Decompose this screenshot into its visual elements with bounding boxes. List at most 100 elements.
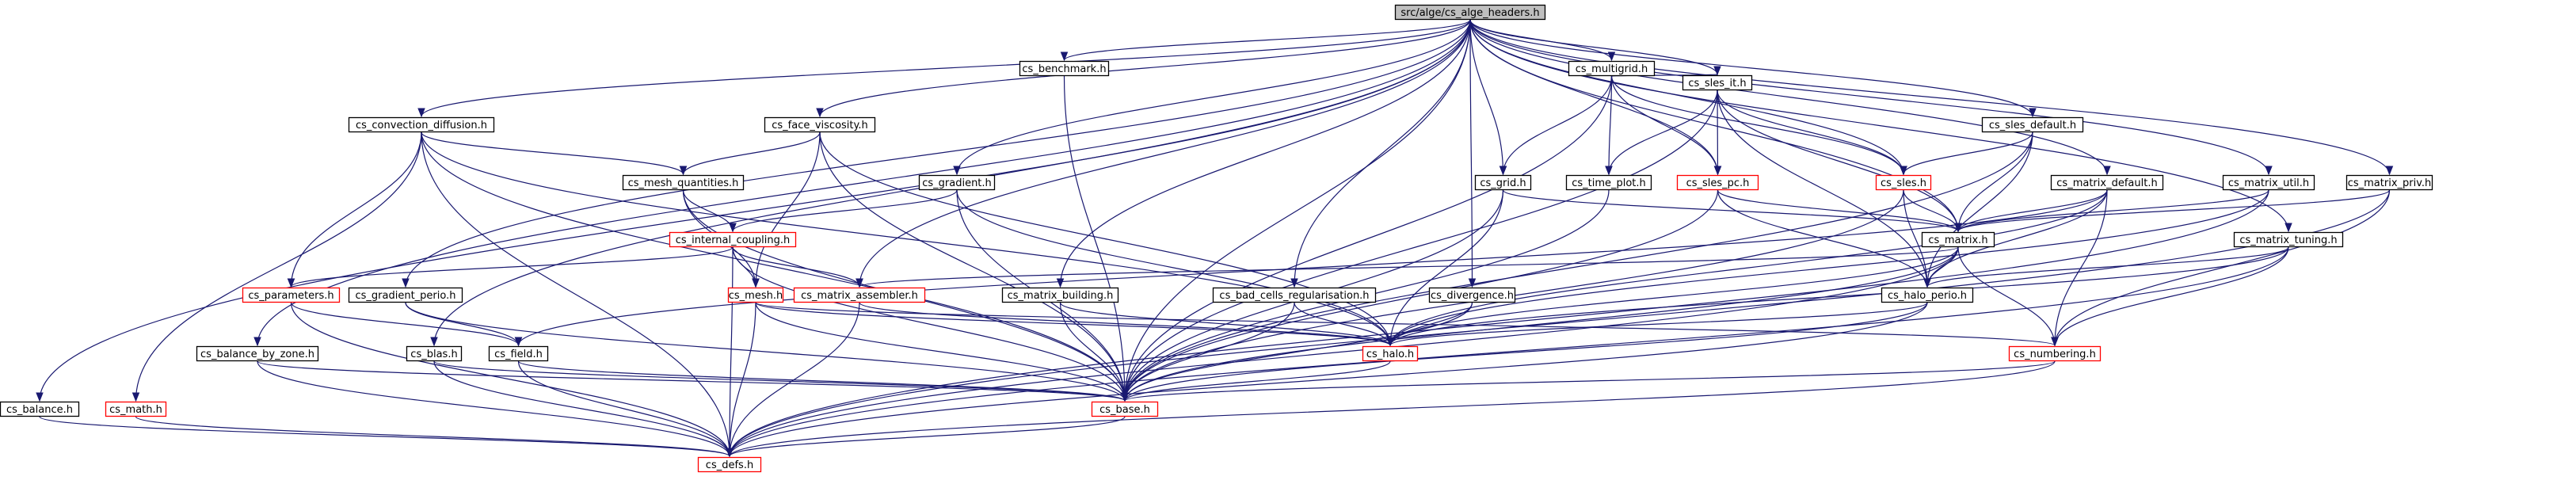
edge-root-to-sles_it <box>1469 19 1721 76</box>
node-bad_cells[interactable]: cs_bad_cells_regularisation.h <box>1212 287 1377 303</box>
edge-root-to-balance_by_zone <box>253 19 1471 347</box>
node-label: cs_bad_cells_regularisation.h <box>1219 290 1369 302</box>
node-numbering[interactable]: cs_numbering.h <box>2008 345 2102 362</box>
node-field[interactable]: cs_field.h <box>488 345 549 362</box>
edge-arrowhead <box>1056 278 1065 288</box>
node-sles[interactable]: cs_sles.h <box>1875 174 1932 191</box>
node-label: cs_mesh.h <box>729 290 783 302</box>
node-math[interactable]: cs_math.h <box>105 401 167 417</box>
node-base[interactable]: cs_base.h <box>1091 401 1159 417</box>
edge-line <box>421 131 1391 346</box>
edge-line <box>1469 19 2289 232</box>
node-box <box>669 231 797 248</box>
edge-line <box>290 302 520 346</box>
node-matrix_building[interactable]: cs_matrix_building.h <box>1001 287 1119 303</box>
node-matrix_tuning[interactable]: cs_matrix_tuning.h <box>2233 231 2344 248</box>
node-benchmark[interactable]: cs_benchmark.h <box>1019 60 1110 77</box>
edge-line <box>1124 302 1295 402</box>
node-time_plot[interactable]: cs_time_plot.h <box>1565 174 1652 191</box>
node-sles_pc[interactable]: cs_sles_pc.h <box>1676 174 1759 191</box>
edge-line <box>1608 90 1718 175</box>
edge-line <box>1059 19 1471 288</box>
node-parameters[interactable]: cs_parameters.h <box>242 287 341 303</box>
node-matrix[interactable]: cs_matrix.h <box>1921 231 1995 248</box>
node-label: cs_sles_default.h <box>1989 120 2076 131</box>
node-mesh[interactable]: cs_mesh.h <box>727 287 784 303</box>
node-mesh_quantities[interactable]: cs_mesh_quantities.h <box>622 174 745 191</box>
node-matrix_util[interactable]: cs_matrix_util.h <box>2222 174 2315 191</box>
edge-arrowhead <box>729 223 737 233</box>
edge-line <box>39 416 730 457</box>
node-balance[interactable]: cs_balance.h <box>0 401 80 417</box>
edge-root-to-matrix_priv <box>1469 19 2394 176</box>
node-blas[interactable]: cs_blas.h <box>406 345 463 362</box>
edge-root-to-matrix_util <box>1469 19 2273 176</box>
node-multigrid[interactable]: cs_multigrid.h <box>1568 60 1656 77</box>
edge-line <box>729 302 1928 457</box>
node-face_viscosity[interactable]: cs_face_viscosity.h <box>764 116 876 133</box>
node-box <box>793 287 926 303</box>
edge-arrowhead <box>1605 166 1613 176</box>
node-box <box>764 116 876 133</box>
edge-arrowhead <box>1060 51 1069 62</box>
node-box <box>1682 74 1753 91</box>
node-label: cs_base.h <box>1099 404 1150 416</box>
edge-line <box>859 302 1391 346</box>
node-box <box>1881 287 1974 303</box>
edge-matrix_tuning-to-halo_perio <box>1923 246 2289 288</box>
edge-line <box>859 19 1471 288</box>
edge-line <box>1063 75 1126 402</box>
edge-arrowhead <box>131 392 140 402</box>
edge-line <box>257 360 730 457</box>
node-box <box>1428 287 1516 303</box>
node-halo_perio[interactable]: cs_halo_perio.h <box>1881 287 1974 303</box>
node-sles_default[interactable]: cs_sles_default.h <box>1981 116 2084 133</box>
node-gradient_perio[interactable]: cs_gradient_perio.h <box>348 287 463 303</box>
nodes: src/alge/cs_alge_headers.h cs_benchmark.h… <box>0 4 2433 473</box>
edge-arrowhead <box>287 278 295 288</box>
node-box <box>406 345 463 362</box>
node-internal_coupling[interactable]: cs_internal_coupling.h <box>669 231 797 248</box>
node-label: cs_math.h <box>109 404 162 416</box>
node-defs[interactable]: cs_defs.h <box>697 456 762 473</box>
edge-arrowhead <box>816 108 824 118</box>
node-label: cs_mesh_quantities.h <box>628 177 739 189</box>
node-root[interactable]: src/alge/cs_alge_headers.h <box>1394 4 1546 21</box>
edge-arrowhead <box>2051 337 2059 347</box>
edge-line <box>729 360 2056 457</box>
node-grid[interactable]: cs_grid.h <box>1474 174 1532 191</box>
node-matrix_assembler[interactable]: cs_matrix_assembler.h <box>793 287 926 303</box>
edge-line <box>1389 246 1959 346</box>
node-box <box>1981 116 2084 133</box>
node-box <box>488 345 549 362</box>
node-label: cs_grid.h <box>1480 177 1526 189</box>
edge-line <box>1389 189 1504 346</box>
edge-arrowhead <box>2385 166 2394 176</box>
edge-line <box>405 19 1471 288</box>
node-divergence[interactable]: cs_divergence.h <box>1428 287 1516 303</box>
node-balance_by_zone[interactable]: cs_balance_by_zone.h <box>196 345 319 362</box>
node-sles_it[interactable]: cs_sles_it.h <box>1682 74 1753 91</box>
edge-line <box>1469 19 1959 232</box>
node-gradient[interactable]: cs_gradient.h <box>918 174 996 191</box>
edge-line <box>517 189 2108 346</box>
edge-root-to-convection_diffusion <box>417 19 1471 118</box>
edge-line <box>1610 75 1719 175</box>
edge-line <box>517 360 730 457</box>
node-convection_diffusion[interactable]: cs_convection_diffusion.h <box>348 116 495 133</box>
node-box <box>2345 174 2433 191</box>
node-matrix_default[interactable]: cs_matrix_default.h <box>2050 174 2164 191</box>
edge-line <box>135 131 422 402</box>
node-box <box>242 287 341 303</box>
edge-line <box>290 246 734 288</box>
node-halo[interactable]: cs_halo.h <box>1362 345 1419 362</box>
edge-arrowhead <box>2103 166 2111 176</box>
node-label: cs_matrix_default.h <box>2056 177 2157 189</box>
node-box <box>2233 231 2344 248</box>
edge-root-to-matrix_building <box>1056 19 1471 288</box>
edge-arrowhead <box>1923 278 1931 288</box>
node-box <box>727 287 784 303</box>
edge-line <box>1717 189 1959 232</box>
edge-line <box>755 302 1126 402</box>
node-matrix_priv[interactable]: cs_matrix_priv.h <box>2345 174 2433 191</box>
